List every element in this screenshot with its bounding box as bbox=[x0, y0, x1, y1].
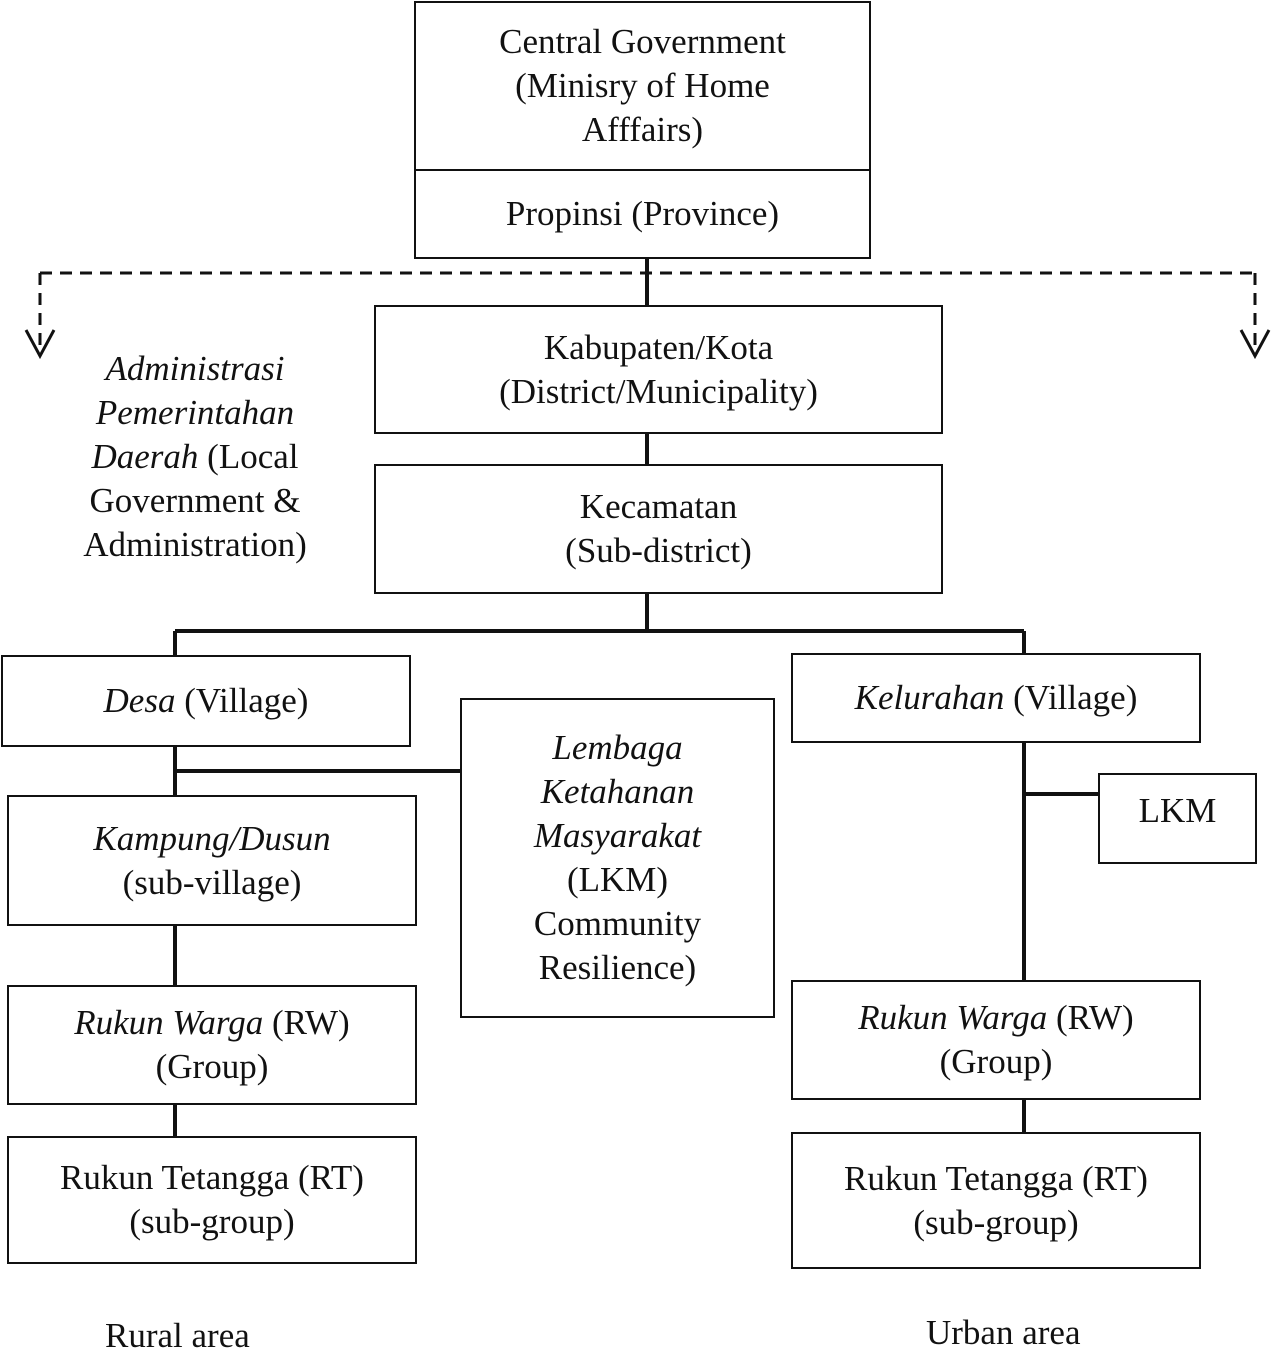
rural-rw-italic: Rukun Warga bbox=[74, 1003, 264, 1042]
urban-rt-line2: (sub-group) bbox=[913, 1202, 1079, 1242]
urban-rw-rest: (RW) bbox=[1047, 998, 1134, 1037]
urban-lkm-box: LKM bbox=[1098, 773, 1257, 864]
kelurahan-box: Kelurahan (Village) bbox=[791, 653, 1201, 743]
rural-area-caption: Rural area bbox=[105, 1316, 250, 1355]
district-line1: Kabupaten/Kota bbox=[543, 327, 774, 367]
district-line2: (District/Municipality) bbox=[499, 371, 818, 411]
urban-rw-box: Rukun Warga (RW) (Group) bbox=[791, 980, 1201, 1100]
province-box: Propinsi (Province) bbox=[414, 169, 871, 259]
lkm-line2: Ketahanan bbox=[540, 772, 695, 811]
rural-rt-line1: Rukun Tetangga (RT) bbox=[60, 1158, 364, 1197]
district-box: Kabupaten/Kota (District/Municipality) bbox=[374, 305, 943, 434]
local-gov-line5: Administration) bbox=[83, 525, 307, 564]
rural-rt-box: Rukun Tetangga (RT) (sub-group) bbox=[7, 1136, 417, 1264]
local-gov-line3-italic: Daerah bbox=[91, 437, 199, 476]
rural-rt-line2: (sub-group) bbox=[129, 1202, 295, 1241]
urban-rt-box: Rukun Tetangga (RT) (sub-group) bbox=[791, 1132, 1201, 1269]
kampung-line1: Kampung/Dusun bbox=[93, 818, 331, 858]
kampung-line2: (sub-village) bbox=[122, 862, 302, 902]
subdistrict-box: Kecamatan (Sub-district) bbox=[374, 464, 943, 594]
urban-lkm-label: LKM bbox=[1138, 791, 1217, 830]
province-label: Propinsi (Province) bbox=[505, 194, 780, 233]
central-government-box: Central Government (Minisry of Home Afff… bbox=[414, 1, 871, 171]
desa-rest: (Village) bbox=[175, 681, 309, 720]
rural-rw-line2: (Group) bbox=[155, 1047, 269, 1086]
kelurahan-rest: (Village) bbox=[1004, 678, 1138, 717]
urban-rw-italic: Rukun Warga bbox=[858, 998, 1048, 1037]
kelurahan-italic: Kelurahan bbox=[854, 678, 1005, 717]
central-line1: Central Government bbox=[499, 22, 786, 61]
lkm-line6: Resilience) bbox=[538, 948, 697, 987]
local-gov-line4: Government & bbox=[89, 481, 301, 520]
desa-italic: Desa bbox=[103, 681, 176, 720]
local-government-label: Administrasi Pemerintahan Daerah (Local … bbox=[50, 347, 340, 567]
local-gov-line2: Pemerintahan bbox=[95, 393, 295, 432]
rural-rw-box: Rukun Warga (RW) (Group) bbox=[7, 985, 417, 1105]
urban-rt-line1: Rukun Tetangga (RT) bbox=[844, 1158, 1148, 1198]
urban-rw-line2: (Group) bbox=[939, 1042, 1053, 1081]
rural-rw-rest: (RW) bbox=[263, 1003, 350, 1042]
arrowhead-left-icon bbox=[24, 329, 56, 360]
subdistrict-line2: (Sub-district) bbox=[565, 531, 752, 570]
lkm-line4: (LKM) bbox=[566, 860, 669, 899]
lkm-line1: Lembaga bbox=[552, 728, 683, 767]
central-line3: Afffairs) bbox=[581, 110, 704, 149]
desa-box: Desa (Village) bbox=[1, 655, 411, 747]
subdistrict-line1: Kecamatan bbox=[579, 487, 738, 526]
lkm-line3: Masyarakat bbox=[533, 816, 702, 855]
lkm-line5: Community bbox=[533, 904, 702, 943]
central-line2: (Minisry of Home bbox=[515, 66, 770, 105]
kampung-box: Kampung/Dusun (sub-village) bbox=[7, 795, 417, 926]
urban-area-caption: Urban area bbox=[926, 1313, 1081, 1352]
local-gov-line3-rest: (Local bbox=[198, 437, 299, 476]
lkm-community-resilience-box: Lembaga Ketahanan Masyarakat (LKM) Commu… bbox=[460, 698, 775, 1018]
local-gov-line1: Administrasi bbox=[105, 349, 285, 388]
arrowhead-right-icon bbox=[1239, 329, 1271, 360]
